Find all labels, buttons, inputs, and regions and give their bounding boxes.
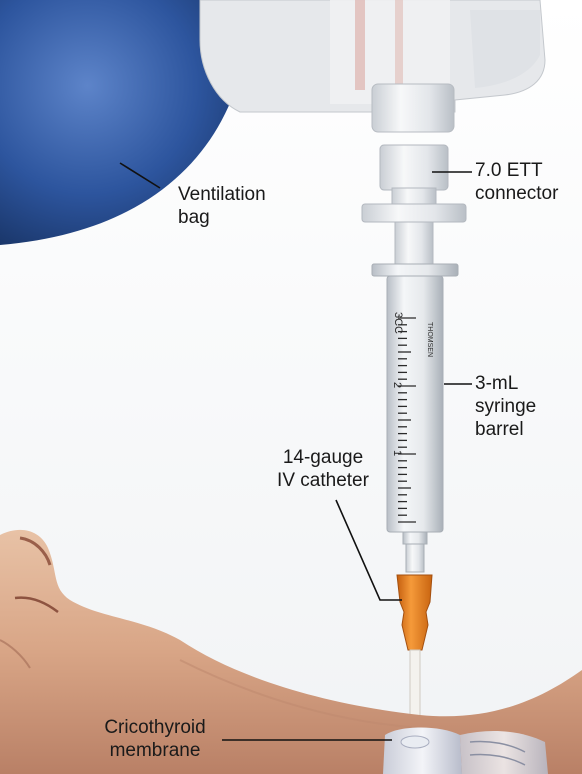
label-ventilation-bag-line2: bag: [178, 206, 266, 229]
label-syringe-barrel-line3: barrel: [475, 418, 536, 441]
label-ett-connector: 7.0 ETT connector: [475, 159, 558, 205]
label-iv-catheter-line1: 14-gauge: [258, 446, 388, 469]
label-ventilation-bag: Ventilation bag: [178, 183, 266, 229]
label-iv-catheter-line2: IV catheter: [258, 469, 388, 492]
label-ventilation-bag-line1: Ventilation: [178, 183, 266, 206]
label-iv-catheter: 14-gauge IV catheter: [258, 446, 388, 492]
label-cricothyroid-line2: membrane: [90, 739, 220, 762]
label-cricothyroid-membrane: Cricothyroid membrane: [90, 716, 220, 762]
syringe-brand-label: THOMSEN: [426, 322, 433, 357]
label-syringe-barrel-line1: 3-mL: [475, 372, 536, 395]
label-syringe-barrel: 3-mL syringe barrel: [475, 372, 536, 441]
label-ett-connector-line2: connector: [475, 182, 558, 205]
syringe-scale-mid-label: 2: [391, 382, 403, 388]
syringe-scale-low-label: 1: [391, 450, 403, 456]
label-cricothyroid-line1: Cricothyroid: [90, 716, 220, 739]
cricothyroid-region: [383, 728, 548, 774]
syringe-scale-top-label: 3CC: [392, 312, 404, 334]
label-syringe-barrel-line2: syringe: [475, 395, 536, 418]
label-ett-connector-line1: 7.0 ETT: [475, 159, 558, 182]
